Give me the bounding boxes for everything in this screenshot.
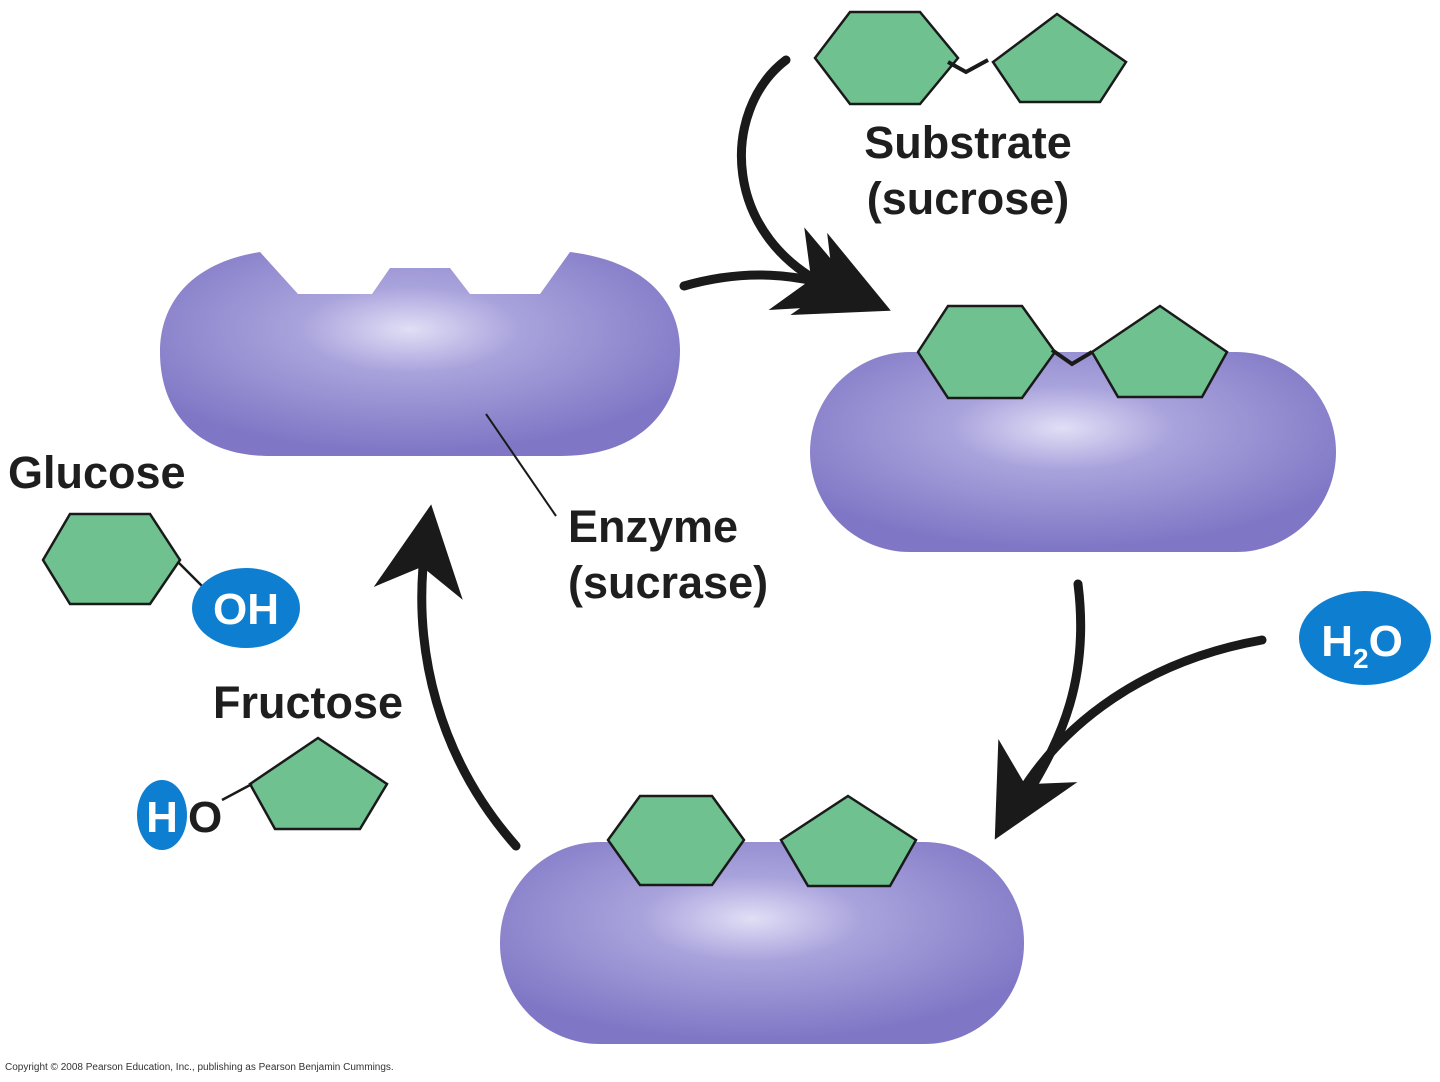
fructose-ring-pentagon	[1090, 304, 1229, 399]
enzyme-free	[160, 252, 680, 456]
h-atom-badge	[137, 780, 187, 850]
released-glucose: OH	[41, 512, 300, 648]
bound-substrate-molecule	[916, 304, 1229, 400]
water-o-label: O	[1369, 617, 1403, 666]
bound-products	[606, 794, 918, 888]
ho-h-label: H	[146, 793, 178, 842]
substrate-sublabel: (sucrose)	[867, 173, 1070, 224]
copyright-notice: Copyright © 2008 Pearson Education, Inc.…	[5, 1062, 394, 1073]
oh-group-label: OH	[213, 585, 279, 634]
water-badge	[1299, 591, 1431, 685]
fructose-ring-pentagon	[779, 794, 918, 888]
water-h-label: H	[1321, 617, 1353, 666]
arrow-products-release	[373, 504, 521, 851]
enzyme-sublabel: (sucrase)	[568, 557, 768, 608]
substrate-sucrose-molecule	[813, 10, 1128, 106]
fructose-ring-pentagon	[248, 736, 389, 831]
enzyme-product-complex	[500, 842, 1024, 1044]
fructose-ring-pentagon	[991, 12, 1128, 104]
glycosidic-bond	[947, 58, 989, 75]
arrow-enzyme-to-complex	[679, 232, 891, 316]
svg-text:H2O: H2O	[1321, 617, 1403, 674]
released-fructose: H O	[137, 736, 389, 850]
glucose-ring-hexagon	[41, 512, 182, 606]
substrate-label: Substrate	[864, 117, 1072, 168]
glucose-label: Glucose	[8, 447, 186, 498]
arrow-substrate-entry	[736, 55, 870, 310]
enzyme-leader-line	[485, 413, 557, 517]
water-subscript: 2	[1353, 643, 1369, 674]
arrow-complex-to-products	[1025, 579, 1086, 795]
ho-o-label: O	[188, 793, 222, 842]
oh-group-badge	[192, 568, 300, 648]
enzyme-label: Enzyme	[568, 501, 738, 552]
arrow-water-entry	[994, 635, 1267, 840]
glucose-ring-hexagon	[606, 794, 746, 887]
glucose-ring-hexagon	[813, 10, 960, 106]
water-molecule: H2O	[1299, 591, 1431, 685]
enzyme-substrate-complex	[810, 352, 1336, 552]
fructose-label: Fructose	[213, 677, 403, 728]
glycosidic-bond	[1050, 348, 1094, 367]
